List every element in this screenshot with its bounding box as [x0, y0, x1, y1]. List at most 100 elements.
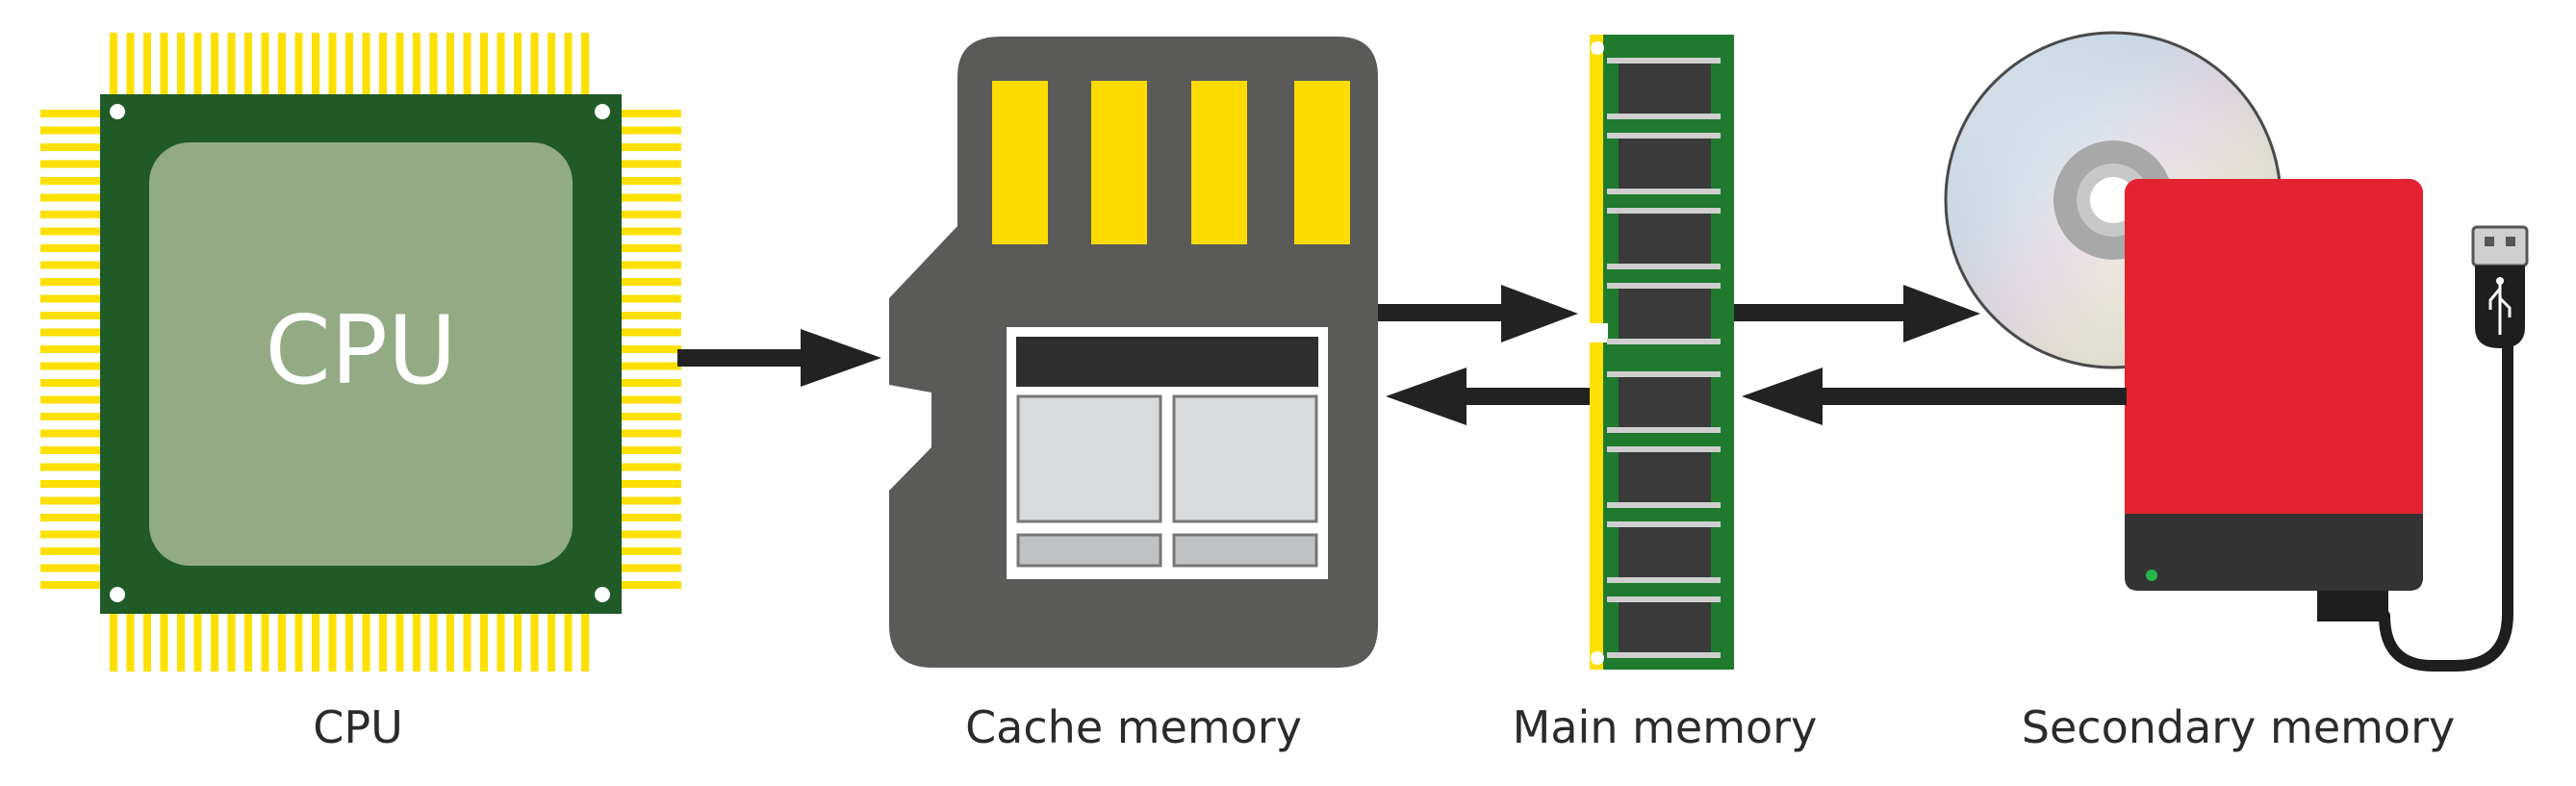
cpu-pins [40, 33, 681, 672]
arrow-main-to-secondary [1734, 285, 1980, 342]
cpu-caption: CPU [313, 701, 403, 753]
cpu-pin [40, 110, 102, 117]
ram-chip-leads [1607, 446, 1721, 452]
ram-chips [1607, 58, 1721, 658]
cpu-pin [177, 614, 185, 672]
ram-chip-leads [1607, 521, 1721, 527]
cpu-pin [620, 345, 681, 353]
cpu-pin [40, 143, 102, 151]
cpu-chip-icon: CPU [40, 33, 681, 672]
arrow-cache-to-main [1378, 285, 1578, 342]
cpu-pin [620, 530, 681, 539]
cpu-pin [620, 160, 681, 168]
cpu-pin [620, 480, 681, 488]
ram-chip-leads [1607, 502, 1721, 508]
cpu-pin [312, 614, 319, 672]
cpu-pin [620, 514, 681, 521]
cpu-pin [530, 33, 539, 96]
cpu-pin [620, 446, 681, 454]
cpu-pin [620, 261, 681, 269]
cpu-pin [40, 345, 102, 353]
cpu-pin [193, 33, 202, 96]
cpu-pin [278, 33, 286, 96]
ram-chip-leads [1607, 339, 1721, 344]
ram-chip-leads [1607, 596, 1721, 602]
cpu-pin [514, 33, 522, 96]
cpu-pin [620, 294, 681, 303]
cpu-pin [40, 463, 102, 471]
cpu-pin [345, 614, 353, 672]
cpu-pin [429, 614, 438, 672]
ram-chip-leads [1607, 427, 1721, 433]
cpu-pin [620, 211, 681, 218]
cpu-pin [497, 33, 505, 96]
cpu-pin [620, 463, 681, 471]
cpu-pin [244, 33, 252, 96]
cpu-pin [40, 160, 102, 168]
cpu-pin [564, 33, 573, 96]
cache-memory-caption: Cache memory [965, 701, 1302, 753]
ram-chip-leads [1607, 371, 1721, 377]
ram-module-icon [1585, 35, 1734, 670]
cpu-pin [379, 614, 387, 672]
cpu-pin [446, 614, 454, 672]
ram-chip [1619, 452, 1711, 502]
cpu-pin [40, 312, 102, 319]
ram-chip [1619, 214, 1711, 264]
secondary-memory-caption: Secondary memory [2022, 701, 2455, 753]
cpu-pin [620, 278, 681, 286]
cpu-pin [620, 564, 681, 572]
cpu-pin [413, 614, 421, 672]
cpu-pin [211, 614, 218, 672]
cpu-pin [620, 496, 681, 505]
cpu-pin [40, 547, 102, 555]
cpu-pin [581, 33, 589, 96]
cpu-pin [328, 614, 337, 672]
cpu-pin [211, 33, 218, 96]
usb-plug-icon [2471, 225, 2529, 348]
cpu-pin [40, 530, 102, 539]
cpu-pin [294, 614, 303, 672]
main-memory-caption: Main memory [1513, 701, 1818, 753]
cpu-die [149, 142, 573, 566]
cpu-pin [620, 547, 681, 555]
cpu-pin [40, 193, 102, 202]
cpu-pin [497, 614, 505, 672]
cpu-pin [40, 446, 102, 454]
cpu-pin [620, 244, 681, 252]
cpu-pin [40, 395, 102, 404]
ram-chip [1619, 289, 1711, 339]
cpu-pin [126, 614, 135, 672]
ram-chip [1619, 139, 1711, 189]
cpu-pin [480, 614, 488, 672]
cpu-pin [620, 143, 681, 151]
cpu-pin [110, 33, 117, 96]
cpu-pin [548, 33, 555, 96]
cpu-pin [620, 379, 681, 387]
cpu-pin [620, 227, 681, 236]
cpu-pin [193, 614, 202, 672]
cpu-pin [40, 211, 102, 218]
cpu-pin [40, 294, 102, 303]
cpu-pin [261, 33, 269, 96]
cpu-pin [620, 177, 681, 185]
ram-chip-leads [1607, 208, 1721, 214]
arrow-cpu-to-cache [677, 329, 881, 387]
cpu-pin [395, 33, 404, 96]
cpu-pin [227, 33, 236, 96]
cpu-pin [379, 33, 387, 96]
cpu-pin [530, 614, 539, 672]
cpu-pin [261, 614, 269, 672]
ram-chip-leads [1607, 58, 1721, 63]
cpu-pin [40, 227, 102, 236]
ram-chip-leads [1607, 264, 1721, 269]
cpu-pin [294, 33, 303, 96]
cpu-pin [40, 429, 102, 438]
cpu-pin [40, 564, 102, 572]
cpu-pin [620, 110, 681, 117]
cpu-pin [463, 33, 472, 96]
cpu-pin [620, 312, 681, 319]
memory-card-icon [889, 37, 1378, 668]
ram-chip-leads [1607, 283, 1721, 289]
cpu-pin [620, 581, 681, 589]
